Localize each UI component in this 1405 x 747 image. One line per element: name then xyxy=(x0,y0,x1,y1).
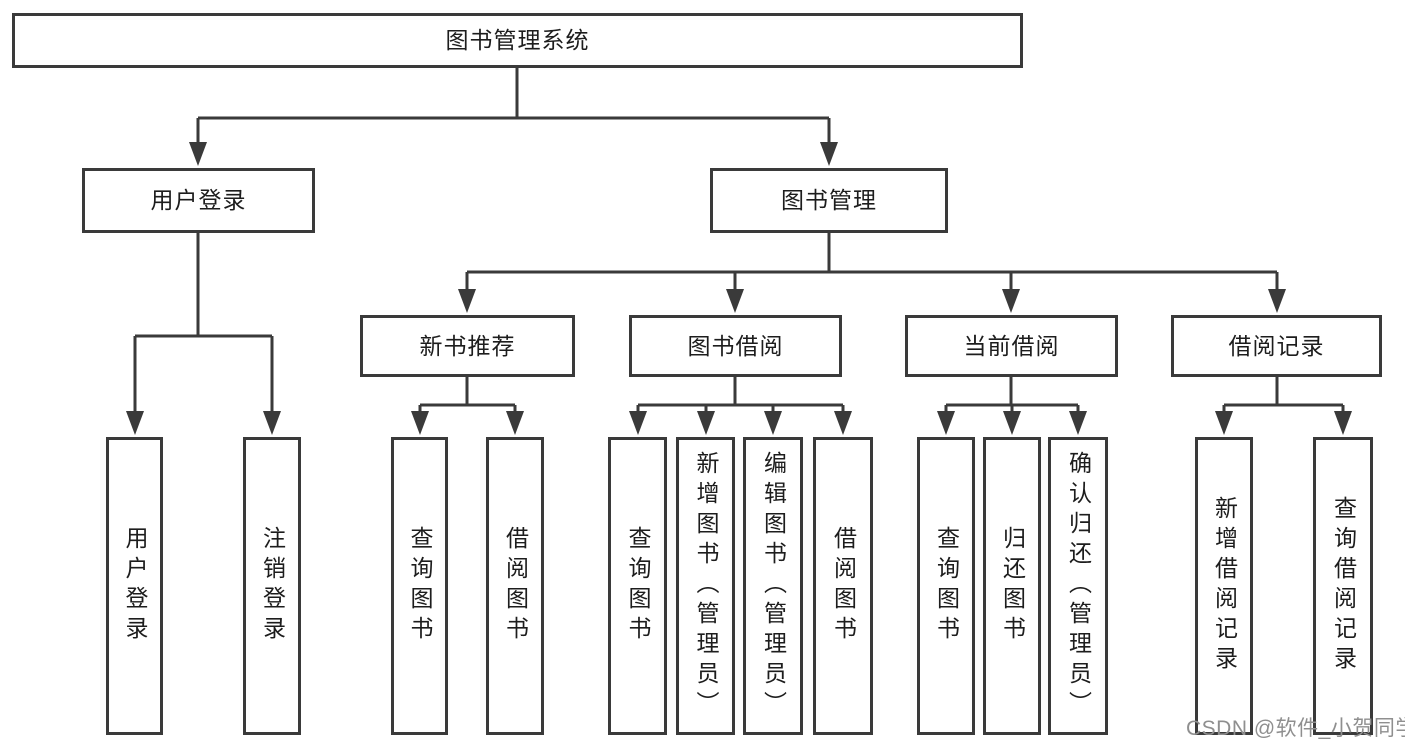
connector-book-borrow xyxy=(636,377,845,417)
arrowhead-icon xyxy=(834,411,852,435)
node-label: 归还图书 xyxy=(999,526,1026,646)
connector-new-book xyxy=(418,377,517,417)
leaf-borrow-books-recommend: 借阅图书 xyxy=(486,437,544,735)
node-label: 新增图书（管理员） xyxy=(693,451,719,721)
arrowhead-icon xyxy=(189,142,207,166)
node-label: 确认归还（管理员） xyxy=(1065,451,1092,721)
arrowhead-icon xyxy=(1268,289,1286,313)
leaf-add-borrow-record: 新增借阅记录 xyxy=(1195,437,1253,735)
arrowhead-icon xyxy=(764,411,782,435)
arrowhead-icon xyxy=(937,411,955,435)
node-new-book-recommendation: 新书推荐 xyxy=(360,315,575,377)
arrowhead-icon xyxy=(697,411,715,435)
node-label: 编辑图书（管理员） xyxy=(760,451,787,721)
leaf-query-borrow-record: 查询借阅记录 xyxy=(1313,437,1373,735)
node-label: 借阅图书 xyxy=(502,526,529,646)
leaf-query-books-current: 查询图书 xyxy=(917,437,975,735)
arrowhead-icon xyxy=(629,411,647,435)
arrowhead-icon xyxy=(458,289,476,313)
node-label: 用户登录 xyxy=(122,526,148,646)
arrowhead-icon xyxy=(411,411,429,435)
node-borrowing-records: 借阅记录 xyxy=(1171,315,1382,377)
node-label: 图书借阅 xyxy=(687,332,784,359)
node-label: 查询图书 xyxy=(625,526,651,646)
leaf-query-books-recommend: 查询图书 xyxy=(391,437,448,735)
leaf-edit-book-admin: 编辑图书（管理员） xyxy=(743,437,803,735)
node-label: 借阅记录 xyxy=(1228,332,1325,359)
arrowhead-icon xyxy=(1002,289,1020,313)
csdn-watermark: CSDN @软件_小贺同学 xyxy=(1186,717,1405,740)
node-label: 新增借阅记录 xyxy=(1211,496,1238,676)
leaf-add-book-admin: 新增图书（管理员） xyxy=(676,437,735,735)
arrowhead-icon xyxy=(820,142,838,166)
arrowhead-icon xyxy=(726,289,744,313)
leaf-confirm-return-admin: 确认归还（管理员） xyxy=(1048,437,1108,735)
arrowhead-icon xyxy=(263,411,281,435)
node-current-borrowing: 当前借阅 xyxy=(905,315,1118,377)
connector-root xyxy=(196,68,831,148)
leaf-query-books-borrow: 查询图书 xyxy=(608,437,667,735)
node-book-management: 图书管理 xyxy=(710,168,948,233)
leaf-logout: 注销登录 xyxy=(243,437,301,735)
leaf-user-login: 用户登录 xyxy=(106,437,163,735)
arrowhead-icon xyxy=(506,411,524,435)
node-user-login: 用户登录 xyxy=(82,168,315,233)
node-label: 查询图书 xyxy=(933,526,960,646)
arrowheads xyxy=(126,142,1352,435)
node-label: 查询图书 xyxy=(407,526,433,646)
connector-user-login xyxy=(133,233,274,417)
node-label: 当前借阅 xyxy=(963,332,1060,359)
node-root-library-system: 图书管理系统 xyxy=(12,13,1023,68)
node-book-borrowing: 图书借阅 xyxy=(629,315,842,377)
node-label: 查询借阅记录 xyxy=(1330,496,1357,676)
arrowhead-icon xyxy=(1003,411,1021,435)
leaf-return-book: 归还图书 xyxy=(983,437,1041,735)
arrowhead-icon xyxy=(126,411,144,435)
arrowhead-icon xyxy=(1215,411,1233,435)
connector-borrow-records xyxy=(1222,377,1345,417)
node-label: 新书推荐 xyxy=(419,332,516,359)
connector-book-management xyxy=(465,233,1279,296)
node-label: 用户登录 xyxy=(150,187,247,213)
node-label: 借阅图书 xyxy=(830,526,857,646)
arrowhead-icon xyxy=(1069,411,1087,435)
node-label: 图书管理 xyxy=(781,187,877,213)
node-label: 注销登录 xyxy=(259,526,286,646)
arrowhead-icon xyxy=(1334,411,1352,435)
leaf-borrow-books: 借阅图书 xyxy=(813,437,873,735)
node-label: 图书管理系统 xyxy=(445,27,590,53)
